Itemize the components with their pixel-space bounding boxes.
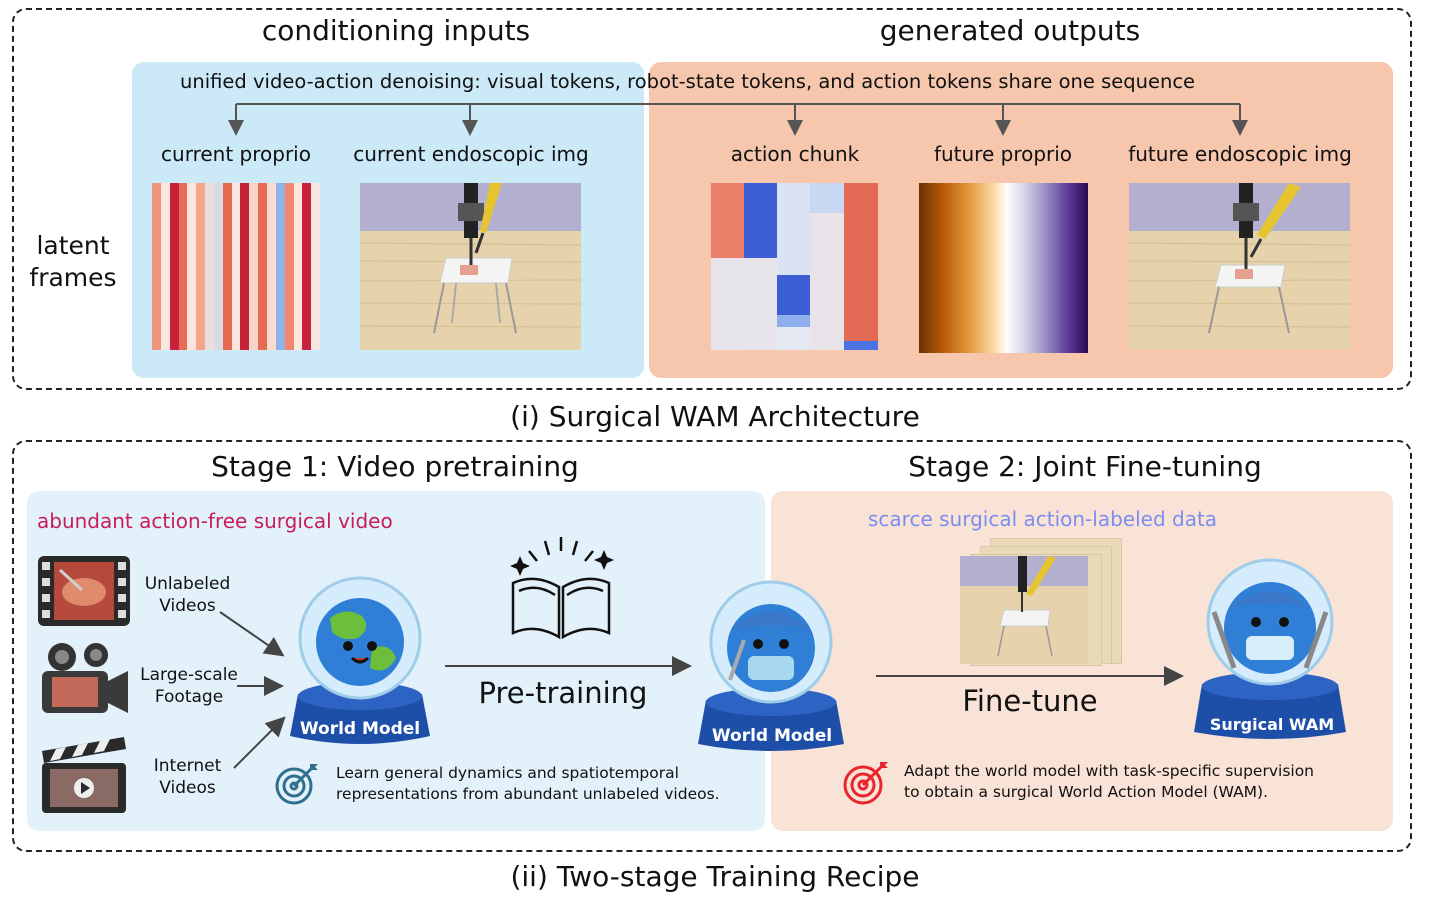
stage1-title: Stage 1: Video pretraining: [211, 450, 579, 483]
label-future-img: future endoscopic img: [1128, 142, 1352, 166]
architecture-caption: (i) Surgical WAM Architecture: [510, 400, 920, 433]
pretraining-label: Pre-training: [478, 676, 648, 710]
clapperboard-icon: [42, 737, 126, 813]
film-strip-icon: [38, 556, 130, 626]
current-proprio-stripes: [152, 183, 321, 350]
token-arrows: [228, 103, 1248, 136]
world-model-globe-1: [290, 576, 430, 744]
conditioning-title: conditioning inputs: [261, 14, 531, 47]
generated-title: generated outputs: [879, 14, 1141, 47]
stage2-title: Stage 2: Joint Fine-tuning: [908, 450, 1262, 483]
label-future-proprio: future proprio: [933, 142, 1073, 166]
world-model-globe-2: [698, 580, 844, 751]
surgical-wam-globe: [1194, 558, 1346, 739]
current-endoscopic-img: [359, 183, 582, 350]
stage1-subtitle: abundant action-free surgical video: [37, 509, 393, 533]
label-current-img: current endoscopic img: [353, 142, 589, 166]
goal1-text: Learn general dynamics and spatiotempora…: [336, 764, 720, 803]
training-frame: [12, 440, 1412, 852]
label-action-chunk: action chunk: [730, 142, 860, 166]
target-icon-red: [843, 762, 888, 805]
book-icon: [510, 537, 614, 640]
future-proprio-gradient: [919, 183, 1088, 353]
world-model-label-2: World Model: [711, 726, 833, 746]
unified-text: unified video-action denoising: visual t…: [180, 70, 1196, 93]
architecture-frame: [12, 8, 1412, 390]
target-icon-blue: [275, 764, 318, 805]
stage2-subtitle: scarce surgical action-labeled data: [868, 507, 1218, 531]
surgical-wam-label: Surgical WAM: [1209, 715, 1335, 734]
goal2-text: Adapt the world model with task-specific…: [904, 762, 1315, 801]
world-model-label-1: World Model: [299, 719, 421, 739]
future-endoscopic-img: [1128, 183, 1351, 350]
action-chunk-heatmap: [711, 183, 878, 350]
action-labeled-frame: [960, 556, 1088, 664]
latent-frames-label: latent frames: [29, 231, 117, 292]
training-caption: (ii) Two-stage Training Recipe: [510, 860, 920, 893]
label-current-proprio: current proprio: [161, 142, 311, 166]
finetune-label: Fine-tune: [962, 684, 1098, 718]
camera-icon: [42, 643, 128, 713]
